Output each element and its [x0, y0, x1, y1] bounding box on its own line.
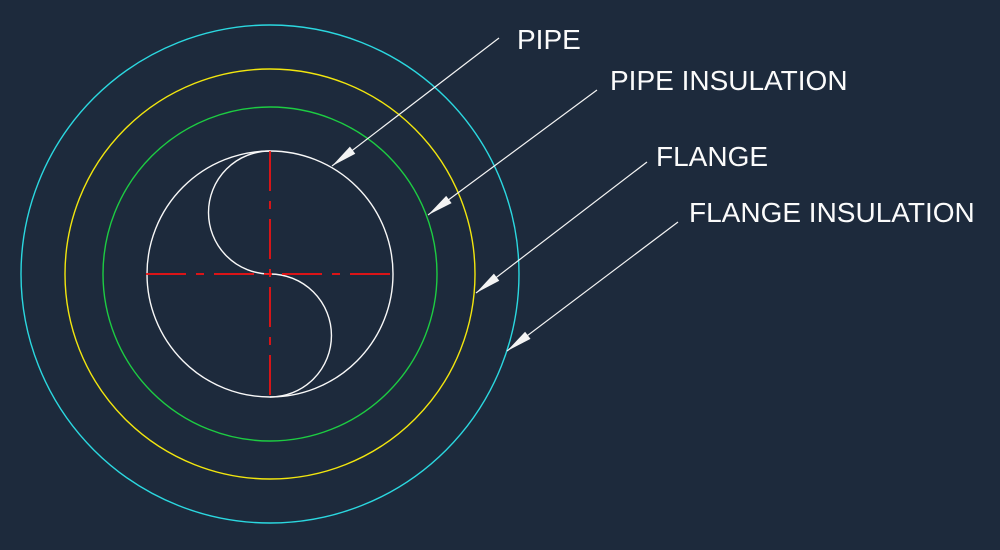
leader-flange-arrowhead — [476, 273, 500, 293]
leader-flange-insulation-line — [506, 221, 679, 352]
leader-pipe-arrowhead — [332, 146, 356, 166]
leader-pipe-insulation — [427, 89, 598, 216]
leader-pipe-insulation-line — [427, 89, 598, 216]
flange-insulation-circle — [20, 24, 520, 524]
leader-pipe — [331, 37, 500, 167]
leader-flange-insulation-arrowhead — [507, 331, 531, 351]
leader-flange-insulation — [506, 221, 679, 352]
label-pipe: PIPE — [517, 24, 581, 55]
label-flange: FLANGE — [656, 141, 768, 172]
label-flange-insulation: FLANGE INSULATION — [689, 197, 975, 228]
leader-flange-line — [475, 161, 648, 294]
leader-flange — [475, 161, 648, 294]
pipe-insulation-circle — [102, 106, 438, 442]
leader-pipe-insulation-arrowhead — [428, 195, 452, 215]
label-pipe-insulation: PIPE INSULATION — [610, 65, 848, 96]
leader-pipe-line — [331, 37, 500, 167]
flange-circle — [64, 68, 476, 480]
